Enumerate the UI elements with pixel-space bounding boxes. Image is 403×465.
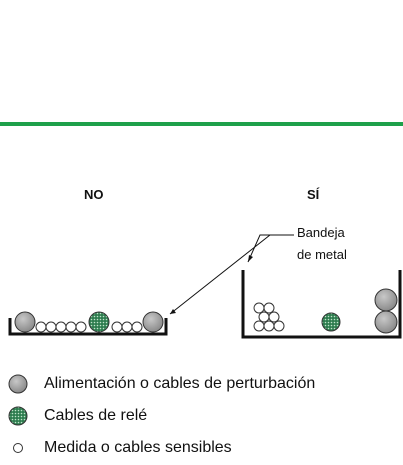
sensitive-cable	[273, 320, 285, 332]
sensitive-cable	[35, 321, 47, 333]
left-tray-cables	[14, 311, 164, 333]
sensitive-cable	[258, 311, 270, 323]
sensitive-cable	[253, 320, 265, 332]
relay-cable	[321, 312, 341, 332]
power-cable	[142, 311, 164, 333]
sensitive-cable	[65, 321, 77, 333]
legend-item-sensitive: Medida o cables sensibles	[0, 438, 232, 458]
si-label: SÍ	[307, 187, 320, 202]
sensitive-cable	[55, 321, 67, 333]
sensitive-cable	[263, 320, 275, 332]
sensitive-cable	[253, 302, 265, 314]
legend-text-sensitive: Medida o cables sensibles	[44, 439, 232, 456]
right-tray-sensitive-group	[253, 302, 285, 332]
tray-label-line2: de metal	[297, 247, 347, 262]
power-cable	[374, 288, 398, 312]
green-divider	[0, 122, 403, 126]
power-cable	[14, 311, 36, 333]
left-tray	[8, 318, 168, 336]
legend-text-relay: Cables de relé	[44, 407, 148, 424]
relay-cable	[88, 311, 110, 333]
sensitive-cable	[111, 321, 123, 333]
no-label: NO	[84, 187, 104, 202]
legend-item-relay: Cables de relé	[0, 406, 147, 426]
sensitive-cable	[263, 302, 275, 314]
sensitive-cable	[131, 321, 143, 333]
sensitive-cable	[121, 321, 133, 333]
legend-text-power: Alimentación o cables de perturbación	[44, 375, 316, 392]
cable-tray-diagram	[8, 234, 402, 339]
arrowhead-left-tray	[170, 309, 176, 314]
power-cable	[374, 310, 398, 334]
arrowhead-right-tray	[248, 255, 253, 262]
sensitive-cable	[75, 321, 87, 333]
hatched-circle-icon	[8, 406, 28, 426]
legend-item-power: Alimentación o cables de perturbación	[0, 374, 315, 394]
right-tray	[241, 270, 402, 339]
sensitive-cable	[45, 321, 57, 333]
leader-lines	[169, 234, 294, 315]
small-circle-icon	[8, 438, 28, 458]
sensitive-cable	[268, 311, 280, 323]
tray-label-line1: Bandeja	[297, 225, 345, 240]
gray-circle-icon	[8, 374, 28, 394]
